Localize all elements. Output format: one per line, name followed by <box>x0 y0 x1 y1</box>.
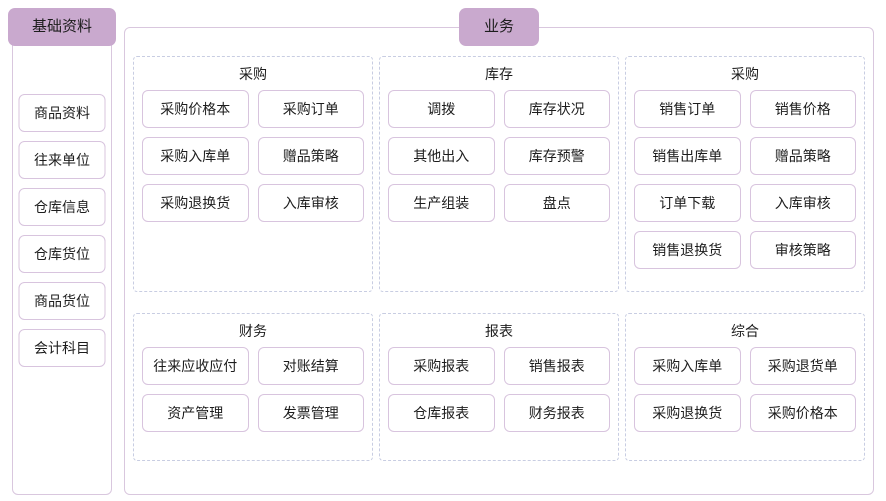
business-group-title: 采购 <box>239 66 267 82</box>
business-group: 库存调拨库存状况其他出入库存预警生产组装盘点 <box>379 56 619 292</box>
business-groups-row-bottom: 财务往来应收应付对账结算资产管理发票管理报表采购报表销售报表仓库报表财务报表综合… <box>133 313 865 461</box>
business-item[interactable]: 审核策略 <box>749 231 856 269</box>
business-group-item-list: 采购入库单采购退货单采购退换货采购价格本 <box>634 347 856 432</box>
business-item[interactable]: 销售报表 <box>503 347 610 385</box>
business-group-item-list: 调拨库存状况其他出入库存预警生产组装盘点 <box>388 90 610 222</box>
business-item[interactable]: 采购价格本 <box>142 90 249 128</box>
sidebar-item[interactable]: 商品资料 <box>18 94 106 132</box>
business-panel-title: 业务 <box>459 8 539 46</box>
business-item[interactable]: 生产组装 <box>388 184 495 222</box>
business-item[interactable]: 往来应收应付 <box>142 347 249 385</box>
business-group-title: 采购 <box>731 66 759 82</box>
business-item[interactable]: 盘点 <box>503 184 610 222</box>
business-group: 采购销售订单销售价格销售出库单赠品策略订单下载入库审核销售退换货审核策略 <box>625 56 865 292</box>
business-item[interactable]: 采购退货单 <box>749 347 856 385</box>
business-item[interactable]: 入库审核 <box>749 184 856 222</box>
business-group-item-list: 销售订单销售价格销售出库单赠品策略订单下载入库审核销售退换货审核策略 <box>634 90 856 269</box>
business-item[interactable]: 发票管理 <box>257 394 364 432</box>
business-item[interactable]: 其他出入 <box>388 137 495 175</box>
business-groups-area: 采购采购价格本采购订单采购入库单赠品策略采购退换货入库审核库存调拨库存状况其他出… <box>133 56 865 484</box>
business-group-title: 报表 <box>485 323 513 339</box>
business-item[interactable]: 赠品策略 <box>749 137 856 175</box>
business-item[interactable]: 订单下载 <box>634 184 741 222</box>
business-item[interactable]: 对账结算 <box>257 347 364 385</box>
business-group-item-list: 往来应收应付对账结算资产管理发票管理 <box>142 347 364 432</box>
business-item[interactable]: 调拨 <box>388 90 495 128</box>
business-item[interactable]: 采购价格本 <box>749 394 856 432</box>
basic-data-item-list: 商品资料往来单位仓库信息仓库货位商品货位会计科目 <box>18 94 106 367</box>
business-item[interactable]: 仓库报表 <box>388 394 495 432</box>
business-item[interactable]: 采购退换货 <box>142 184 249 222</box>
business-item[interactable]: 采购订单 <box>257 90 364 128</box>
sidebar-item[interactable]: 仓库信息 <box>18 188 106 226</box>
business-item[interactable]: 财务报表 <box>503 394 610 432</box>
business-item[interactable]: 采购入库单 <box>634 347 741 385</box>
business-item[interactable]: 销售退换货 <box>634 231 741 269</box>
business-item[interactable]: 采购退换货 <box>634 394 741 432</box>
business-item[interactable]: 库存状况 <box>503 90 610 128</box>
business-group-title: 财务 <box>239 323 267 339</box>
business-item[interactable]: 资产管理 <box>142 394 249 432</box>
sidebar-item[interactable]: 会计科目 <box>18 329 106 367</box>
business-group-title: 综合 <box>731 323 759 339</box>
business-group-item-list: 采购报表销售报表仓库报表财务报表 <box>388 347 610 432</box>
business-group: 财务往来应收应付对账结算资产管理发票管理 <box>133 313 373 461</box>
business-item[interactable]: 采购报表 <box>388 347 495 385</box>
business-item[interactable]: 销售价格 <box>749 90 856 128</box>
business-group-title: 库存 <box>485 66 513 82</box>
business-panel: 业务 采购采购价格本采购订单采购入库单赠品策略采购退换货入库审核库存调拨库存状况… <box>124 8 874 495</box>
business-groups-row-top: 采购采购价格本采购订单采购入库单赠品策略采购退换货入库审核库存调拨库存状况其他出… <box>133 56 865 292</box>
business-item[interactable]: 采购入库单 <box>142 137 249 175</box>
business-group-item-list: 采购价格本采购订单采购入库单赠品策略采购退换货入库审核 <box>142 90 364 222</box>
sidebar-item[interactable]: 商品货位 <box>18 282 106 320</box>
business-group: 综合采购入库单采购退货单采购退换货采购价格本 <box>625 313 865 461</box>
sidebar-item[interactable]: 往来单位 <box>18 141 106 179</box>
business-item[interactable]: 销售出库单 <box>634 137 741 175</box>
business-group: 采购采购价格本采购订单采购入库单赠品策略采购退换货入库审核 <box>133 56 373 292</box>
business-group: 报表采购报表销售报表仓库报表财务报表 <box>379 313 619 461</box>
business-item[interactable]: 赠品策略 <box>257 137 364 175</box>
business-item[interactable]: 库存预警 <box>503 137 610 175</box>
basic-data-panel: 基础资料 商品资料往来单位仓库信息仓库货位商品货位会计科目 <box>8 8 116 495</box>
sidebar-item[interactable]: 仓库货位 <box>18 235 106 273</box>
basic-data-panel-title: 基础资料 <box>8 8 116 46</box>
business-item[interactable]: 入库审核 <box>257 184 364 222</box>
business-item[interactable]: 销售订单 <box>634 90 741 128</box>
